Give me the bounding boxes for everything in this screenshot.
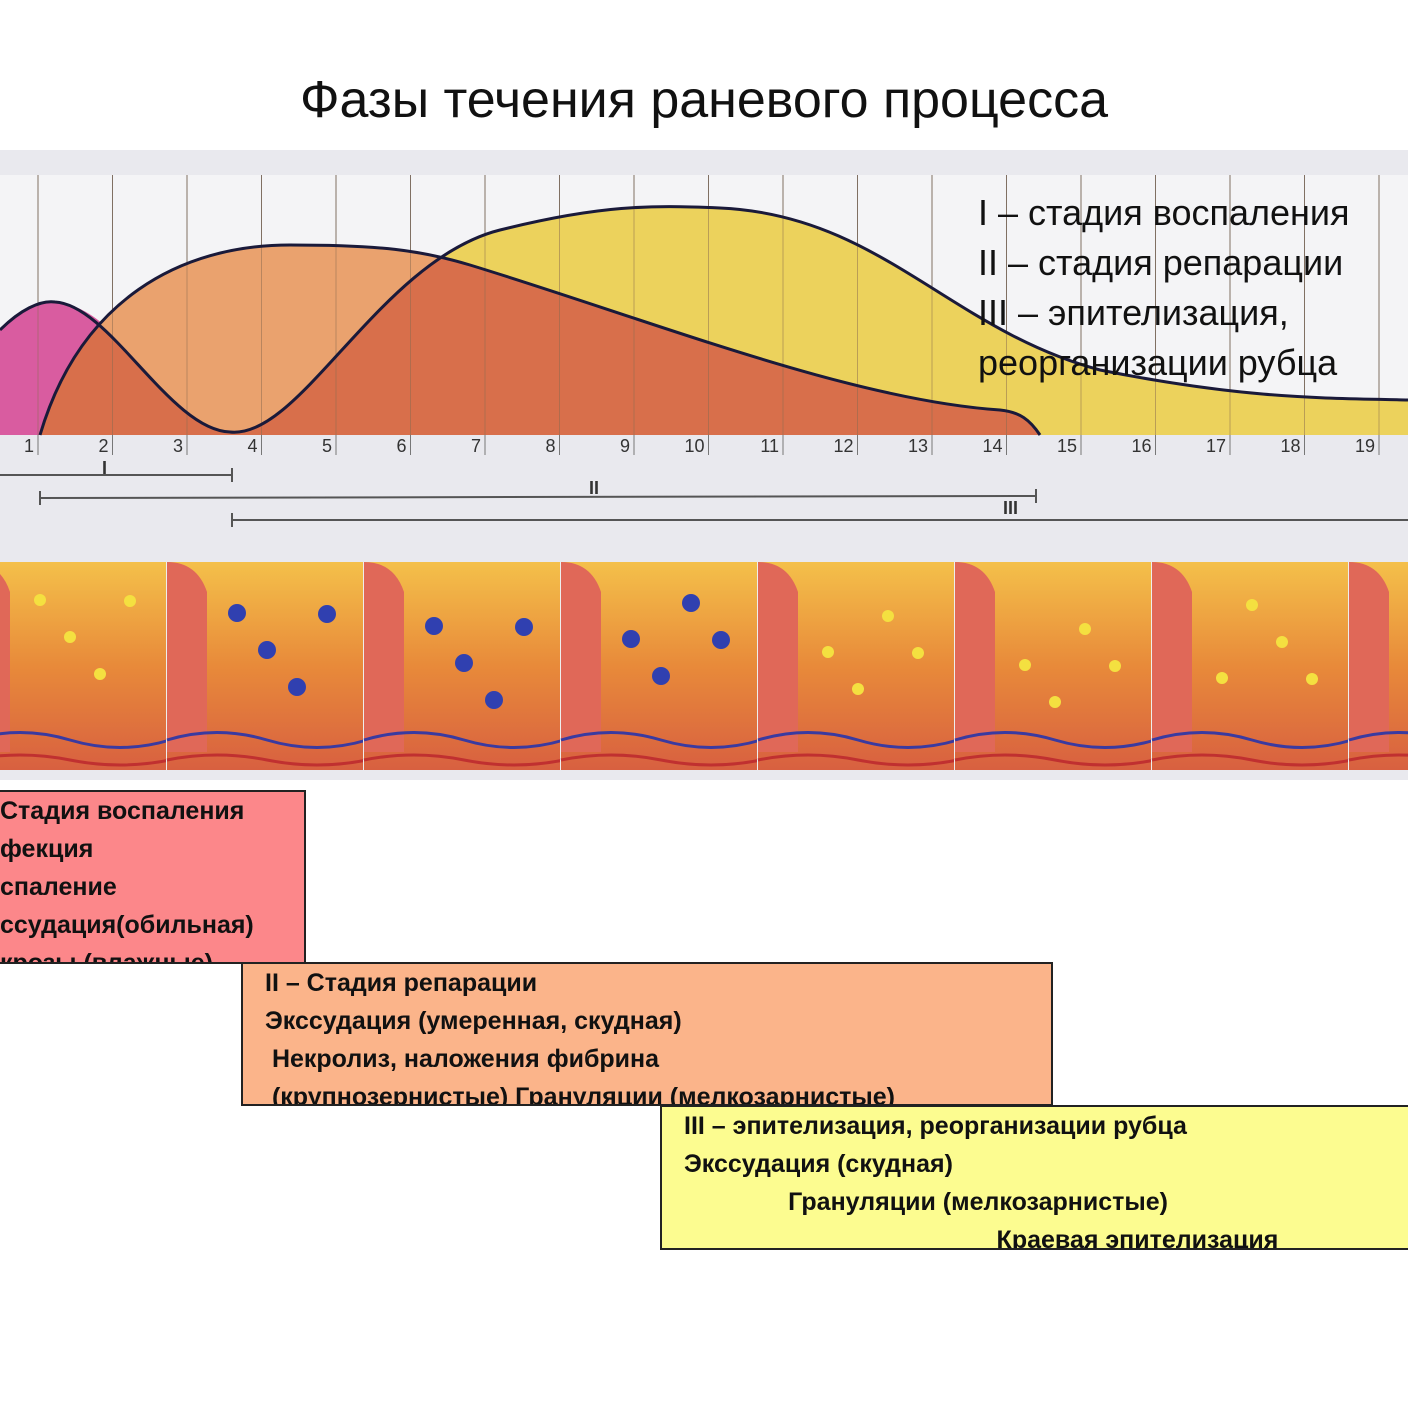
tissue-panel — [166, 562, 368, 770]
box-line: крозы (влажные) — [0, 949, 214, 964]
stage3-box: III – эпителизация, реорганизации рубца … — [660, 1105, 1408, 1250]
box-line: фекция — [0, 835, 94, 863]
tissue-panel — [757, 562, 959, 770]
box-line: (крупнозернистые) Грануляции (мелкозарни… — [265, 1083, 895, 1106]
phase-label-III: III — [1003, 498, 1018, 518]
day-tick: 13 — [908, 436, 928, 456]
day-tick: 9 — [620, 436, 630, 456]
box-line: спаление — [0, 873, 117, 901]
day-tick: 3 — [173, 436, 183, 456]
box-line: Стадия воспаления — [0, 797, 245, 825]
day-tick: 8 — [545, 436, 555, 456]
main-curve — [0, 205, 1408, 434]
day-tick: 5 — [322, 436, 332, 456]
stage1-box: Стадия воспаления фекция спаление ссудац… — [0, 790, 306, 964]
box-line: III – эпителизация, реорганизации рубца — [684, 1112, 1187, 1140]
stage2-box: II – Стадия репарации Экссудация (умерен… — [241, 962, 1053, 1106]
day-tick: 18 — [1280, 436, 1300, 456]
day-tick: 7 — [471, 436, 481, 456]
box-line: Грануляции (мелкозарнистые) — [684, 1188, 1168, 1216]
phase-label-II: II — [589, 478, 599, 498]
tissue-panel — [1151, 562, 1353, 770]
day-tick: 11 — [760, 436, 779, 456]
tissue-panel — [363, 562, 565, 770]
day-tick: 2 — [98, 436, 108, 456]
box-line: II – Стадия репарации — [265, 969, 538, 997]
stage2-curve — [38, 243, 1042, 436]
box-line: Краевая эпителизация — [684, 1226, 1279, 1250]
legend-stage1: I – стадия воспаления — [978, 192, 1350, 233]
tissue-panel — [560, 562, 762, 770]
tissue-panel — [954, 562, 1156, 770]
day-tick: 6 — [396, 436, 406, 456]
box-line: Экссудация (умеренная, скудная) — [265, 1007, 682, 1035]
legend-stage3: III – эпителизация, — [978, 292, 1289, 333]
day-tick: 17 — [1206, 436, 1226, 456]
phase-label-I: I — [102, 458, 107, 478]
day-tick: 19 — [1355, 436, 1375, 456]
day-tick: 4 — [247, 436, 257, 456]
tissue-panel — [1348, 562, 1408, 770]
tissue-panel — [0, 562, 171, 770]
day-tick: 10 — [684, 436, 704, 456]
box-line: ссудация(обильная) — [0, 911, 254, 939]
box-line: Экссудация (скудная) — [684, 1150, 953, 1178]
day-tick: 12 — [833, 436, 853, 456]
day-tick: 14 — [982, 436, 1002, 456]
day-tick: 15 — [1057, 436, 1077, 456]
day-tick: 16 — [1131, 436, 1151, 456]
day-tick: 1 — [24, 436, 34, 456]
phase-bars — [0, 468, 1408, 527]
tissue-illustration — [0, 562, 1408, 770]
legend-stage3-cont: реорганизации рубца — [978, 342, 1338, 383]
legend-stage2: II – стадия репарации — [978, 242, 1344, 283]
box-line: Некролиз, наложения фибрина — [265, 1045, 660, 1073]
slide-title: Фазы течения раневого процесса — [299, 71, 1108, 129]
